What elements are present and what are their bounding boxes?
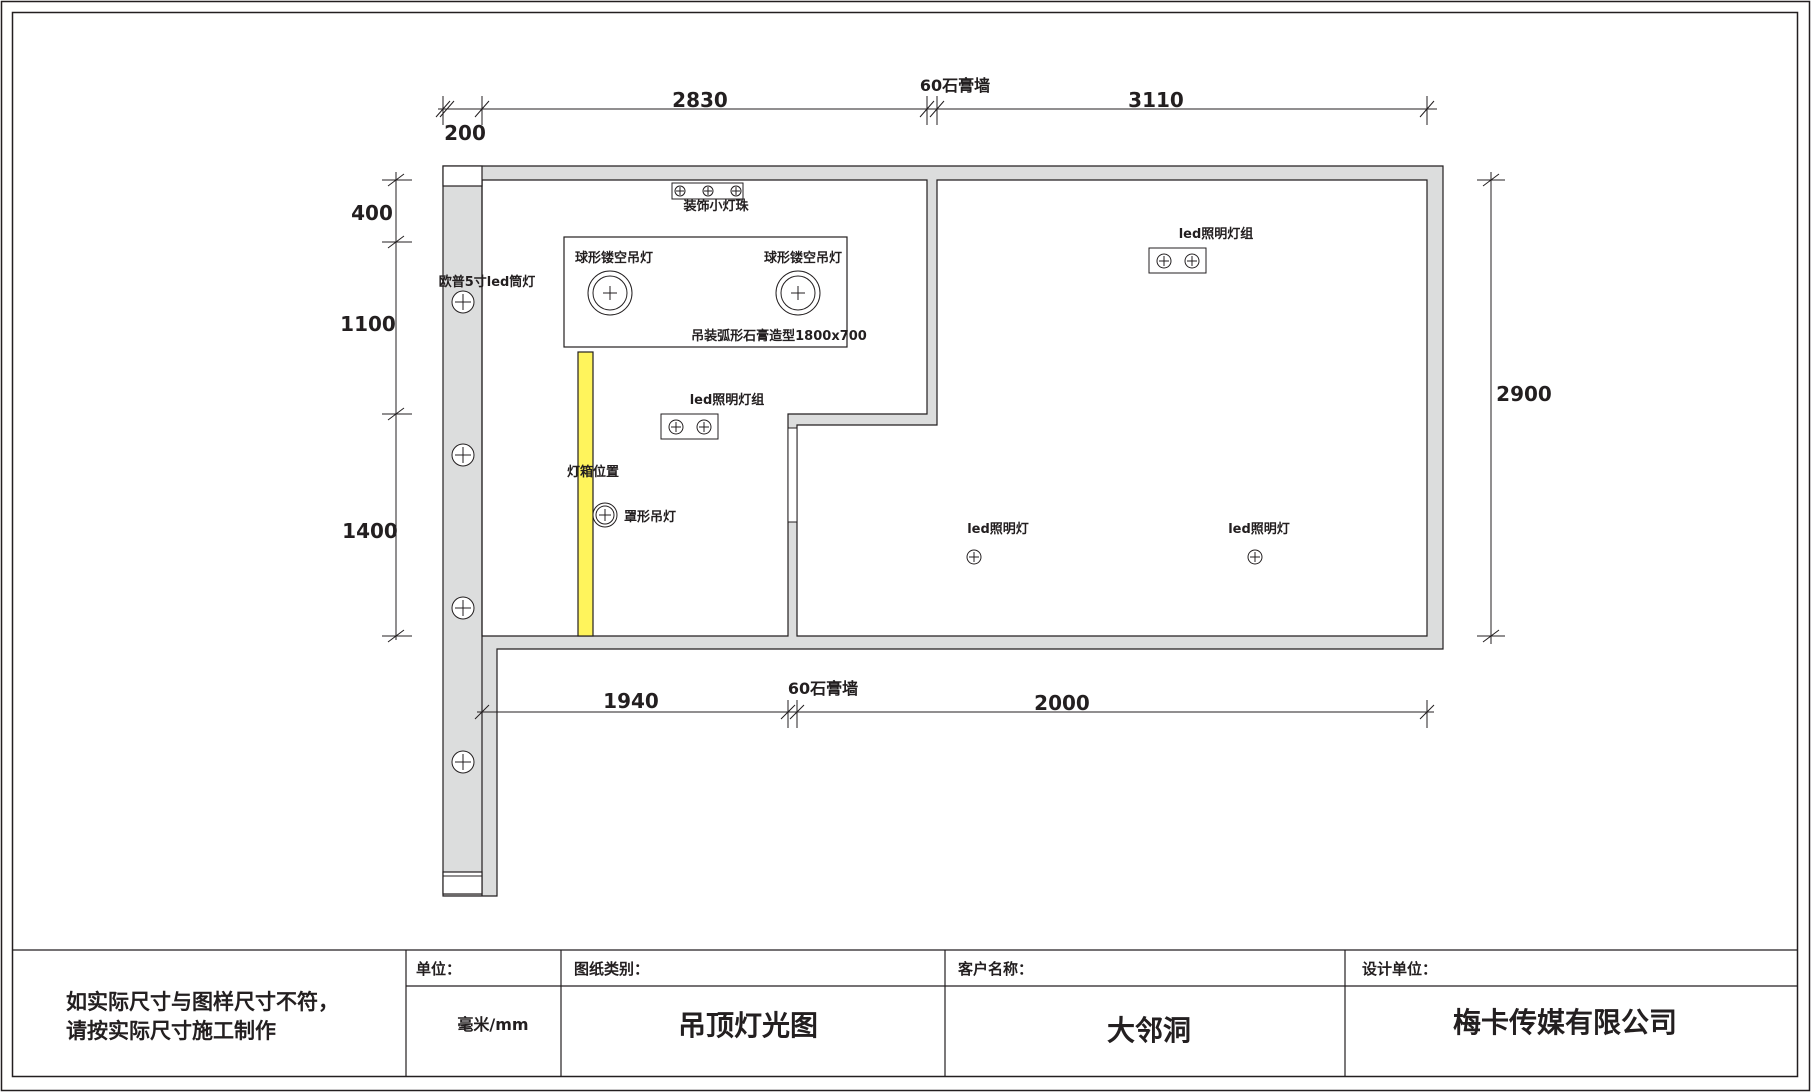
dim-bottom-wall-note: 60石膏墙: [788, 679, 858, 698]
title-note-line2: 请按实际尺寸施工制作: [66, 1019, 276, 1043]
type-label: 图纸类别：: [574, 960, 649, 978]
fixtures: [451, 185, 1263, 774]
lightbox-strip: [577, 351, 594, 637]
label-led-group-1: led照明灯组: [690, 392, 765, 408]
strip-cap-top: [442, 165, 483, 187]
dim-top-2830: 2830: [672, 88, 728, 112]
unit-label: 单位：: [416, 960, 461, 978]
circle-cross-icon: [451, 750, 475, 774]
circle-cross-icon: [730, 185, 742, 197]
label-decor-beads: 装饰小灯珠: [682, 198, 749, 214]
dim-bottom-1940: 1940: [603, 689, 659, 713]
type-value: 吊顶灯光图: [678, 1009, 818, 1042]
label-downlight: 欧普5寸led筒灯: [439, 274, 536, 290]
dim-top-wall-note: 60石膏墙: [920, 76, 990, 95]
title-block: [12, 949, 1797, 1076]
designer-label: 设计单位：: [1362, 960, 1437, 978]
strip-cap-bottom: [442, 871, 483, 895]
label-cover-lamp: 罩形吊灯: [624, 509, 676, 525]
circle-cross-icon: [451, 290, 475, 314]
label-led-group-2: led照明灯组: [1179, 226, 1254, 242]
door-gap: [787, 427, 798, 523]
dim-left-1100: 1100: [340, 312, 396, 336]
circle-cross-icon: [451, 443, 475, 467]
dim-bottom-2000: 2000: [1034, 691, 1090, 715]
label-led-light-1: led照明灯: [967, 521, 1029, 537]
dim-right-2900: 2900: [1496, 382, 1552, 406]
label-ball-lamp-1: 球形镂空吊灯: [575, 250, 653, 266]
circle-cross-icon: [668, 419, 684, 435]
circle-cross-icon: [1247, 549, 1263, 565]
unit-value: 毫米/mm: [457, 1015, 528, 1034]
inner-border: [11, 11, 1799, 1078]
circle-cross-icon: [1184, 253, 1200, 269]
circle-cross-icon: [587, 270, 633, 316]
client-value: 大邻洞: [1107, 1014, 1191, 1047]
circle-cross-icon: [451, 596, 475, 620]
dim-left-1400: 1400: [342, 519, 398, 543]
title-note-line1: 如实际尺寸与图样尺寸不符，: [66, 990, 339, 1014]
label-led-light-2: led照明灯: [1228, 521, 1290, 537]
circle-cross-icon: [592, 502, 618, 528]
dim-top-200: 200: [444, 121, 486, 145]
circle-cross-icon: [966, 549, 982, 565]
designer-value: 梅卡传媒有限公司: [1453, 1006, 1677, 1039]
circle-cross-icon: [702, 185, 714, 197]
dim-left-400: 400: [351, 201, 393, 225]
label-gypsum-shape: 吊装弧形石膏造型1800x700: [691, 328, 867, 344]
circle-cross-icon: [674, 185, 686, 197]
label-ball-lamp-2: 球形镂空吊灯: [764, 250, 842, 266]
circle-cross-icon: [1156, 253, 1172, 269]
dimension-lines: [382, 96, 1505, 728]
dim-top-3110: 3110: [1128, 88, 1184, 112]
client-label: 客户名称：: [957, 960, 1033, 978]
walls: [442, 165, 1444, 897]
circle-cross-icon: [696, 419, 712, 435]
circle-cross-icon: [775, 270, 821, 316]
label-lightbox: 灯箱位置: [567, 464, 619, 480]
